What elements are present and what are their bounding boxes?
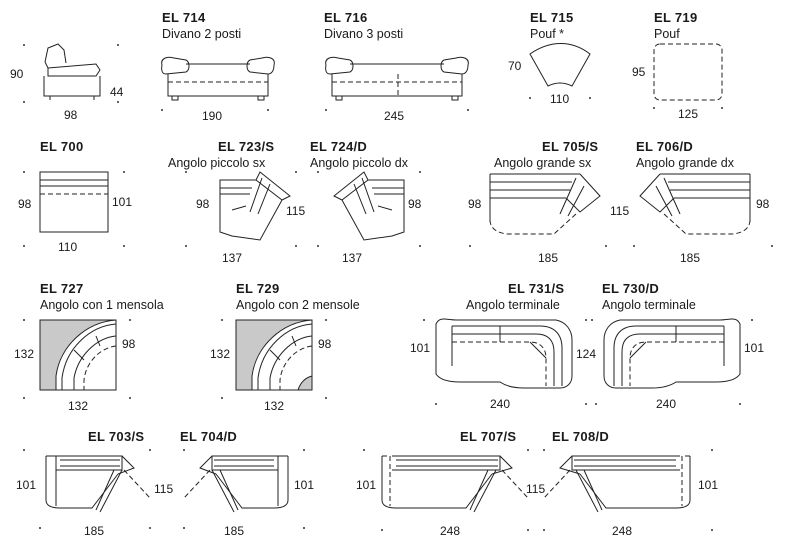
el705-width-dim: 185 [538, 251, 559, 265]
el730-drawing [604, 319, 740, 388]
el716-code: EL 716 [324, 10, 368, 25]
el704-height2-dim: 101 [294, 478, 315, 492]
el703-code: EL 703/S [88, 429, 145, 444]
el700-height2-dim: 101 [112, 195, 133, 209]
el704-code: EL 704/D [180, 429, 238, 444]
el705-code: EL 705/S [542, 139, 599, 154]
profile-seat-height-dim: 44 [110, 85, 124, 99]
el716-drawing [326, 57, 469, 100]
el700-drawing [40, 172, 108, 232]
el715-desc: Pouf * [530, 27, 565, 41]
el708-code: EL 708/D [552, 429, 610, 444]
el723-drawing [220, 172, 290, 240]
el703-width-dim: 185 [84, 524, 105, 538]
el707-code: EL 707/S [460, 429, 517, 444]
el704-width-dim: 185 [224, 524, 245, 538]
el707-height-dim: 101 [356, 478, 377, 492]
el719-desc: Pouf [654, 27, 680, 41]
el715-width-dim: 110 [550, 92, 570, 106]
el716-width-dim: 245 [384, 109, 405, 123]
el714-drawing [162, 57, 275, 100]
el714-code: EL 714 [162, 10, 206, 25]
el727-code: EL 727 [40, 281, 84, 296]
el700-width-dim: 110 [58, 240, 78, 254]
el727-drawing [40, 320, 116, 390]
el714-width-dim: 190 [202, 109, 223, 123]
el731-code: EL 731/S [508, 281, 565, 296]
el730-height2-dim: 101 [744, 341, 765, 355]
el731-width-dim: 240 [490, 397, 511, 411]
el723-code: EL 723/S [218, 139, 275, 154]
el716-desc: Divano 3 posti [324, 27, 404, 41]
el704-height-dim: 115 [154, 482, 174, 496]
el714-desc: Divano 2 posti [162, 27, 242, 41]
el706-height2-dim: 98 [756, 197, 770, 211]
el707-width-dim: 248 [440, 524, 461, 538]
el727-height2-dim: 98 [122, 337, 136, 351]
el706-desc: Angolo grande dx [636, 156, 734, 170]
el724-height-dim: 115 [286, 204, 306, 218]
el706-code: EL 706/D [636, 139, 694, 154]
el708-drawing [544, 456, 690, 512]
el704-drawing [184, 456, 288, 512]
el724-height2-dim: 98 [408, 197, 422, 211]
el727-width-dim: 132 [68, 399, 89, 413]
el715-height-dim: 70 [508, 59, 522, 73]
el729-width-dim: 132 [264, 399, 285, 413]
el723-desc: Angolo piccolo sx [168, 156, 266, 170]
profile-depth-dim: 98 [64, 108, 78, 122]
profile-drawing [44, 44, 100, 100]
el719-code: EL 719 [654, 10, 698, 25]
el731-drawing [436, 319, 572, 388]
el724-code: EL 724/D [310, 139, 368, 154]
el708-height-dim: 115 [526, 482, 546, 496]
el731-height-dim: 101 [410, 341, 431, 355]
el705-desc: Angolo grande sx [494, 156, 592, 170]
el715-code: EL 715 [530, 10, 574, 25]
el727-desc: Angolo con 1 mensola [40, 298, 164, 312]
el730-height-dim: 124 [576, 347, 597, 361]
el703-height-dim: 101 [16, 478, 37, 492]
el707-drawing [382, 456, 528, 512]
el700-height-dim: 98 [18, 197, 32, 211]
el723-width-dim: 137 [222, 251, 243, 265]
el708-height2-dim: 101 [698, 478, 719, 492]
reference-dots [23, 44, 773, 531]
el731-desc: Angolo terminale [466, 298, 560, 312]
el729-desc: Angolo con 2 mensole [236, 298, 360, 312]
el719-height-dim: 95 [632, 65, 646, 79]
el715-drawing [530, 44, 590, 87]
el705-height-dim: 98 [468, 197, 482, 211]
el730-code: EL 730/D [602, 281, 660, 296]
el724-drawing [334, 172, 404, 240]
el706-width-dim: 185 [680, 251, 701, 265]
el708-width-dim: 248 [612, 524, 633, 538]
el730-width-dim: 240 [656, 397, 677, 411]
el706-drawing [640, 174, 750, 234]
el705-drawing [490, 174, 600, 234]
el729-drawing [236, 320, 312, 390]
el703-drawing [46, 456, 150, 512]
el719-width-dim: 125 [678, 107, 699, 121]
profile-height-dim: 90 [10, 67, 24, 81]
el730-desc: Angolo terminale [602, 298, 696, 312]
el729-height2-dim: 98 [318, 337, 332, 351]
el729-height-dim: 132 [210, 347, 231, 361]
el724-width-dim: 137 [342, 251, 363, 265]
el724-desc: Angolo piccolo dx [310, 156, 408, 170]
el727-height-dim: 132 [14, 347, 35, 361]
el723-height-dim: 98 [196, 197, 210, 211]
el706-height-dim: 115 [610, 204, 630, 218]
el719-drawing [654, 44, 722, 100]
el700-code: EL 700 [40, 139, 84, 154]
el729-code: EL 729 [236, 281, 280, 296]
